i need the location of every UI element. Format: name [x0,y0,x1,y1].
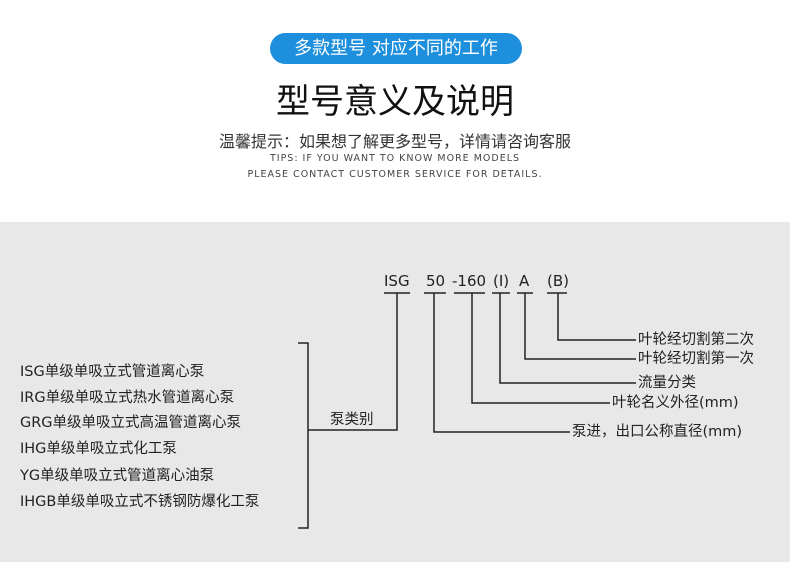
meaning-cut-first: 叶轮经切割第一次 [638,351,754,367]
meaning-inlet: 泵进，出口公称直径(mm) [572,424,743,440]
meaning-cut-second: 叶轮经切割第二次 [638,332,754,348]
line-i [499,293,636,384]
line-isg [308,293,398,431]
pump-type-item: ISG单级单吸立式管道离心泵 [20,364,205,380]
tips-line-2: PLEASE CONTACT CUSTOMER SERVICE FOR DETA… [247,169,543,180]
meaning-flow: 流量分类 [638,375,696,391]
diagram-area [0,222,790,562]
pump-type-item: IRG单级单吸立式热水管道离心泵 [20,390,235,406]
code-inlet: 50 [426,272,446,290]
pump-type-item: GRG单级单吸立式高温管道离心泵 [20,415,242,431]
code-flow: (I) [493,272,510,290]
pump-type-item: IHGB单级单吸立式不锈钢防爆化工泵 [20,494,260,510]
page-title: 型号意义及说明 [276,82,514,122]
category-label: 泵类别 [330,412,374,428]
subtitle: 温馨提示：如果想了解更多型号，详情请咨询客服 [218,132,571,151]
line-a [524,293,636,360]
line-160 [471,293,610,404]
line-50 [433,293,570,433]
tips-line-1: TIPS: IF YOU WANT TO KNOW MORE MODELS [269,153,521,164]
pump-type-item: IHG单级单吸立式化工泵 [20,441,177,457]
pump-type-item: YG单级单吸立式管道离心油泵 [20,468,215,484]
header-pill: 多款型号 对应不同的工作 [270,33,522,64]
code-cut-a: A [519,272,530,290]
code-cut-b: (B) [547,272,569,290]
code-impeller: -160 [452,272,487,290]
line-b [557,293,636,341]
meaning-impeller: 叶轮名义外径(mm) [612,395,739,411]
category-bracket [298,342,309,529]
code-series: ISG [384,272,410,290]
